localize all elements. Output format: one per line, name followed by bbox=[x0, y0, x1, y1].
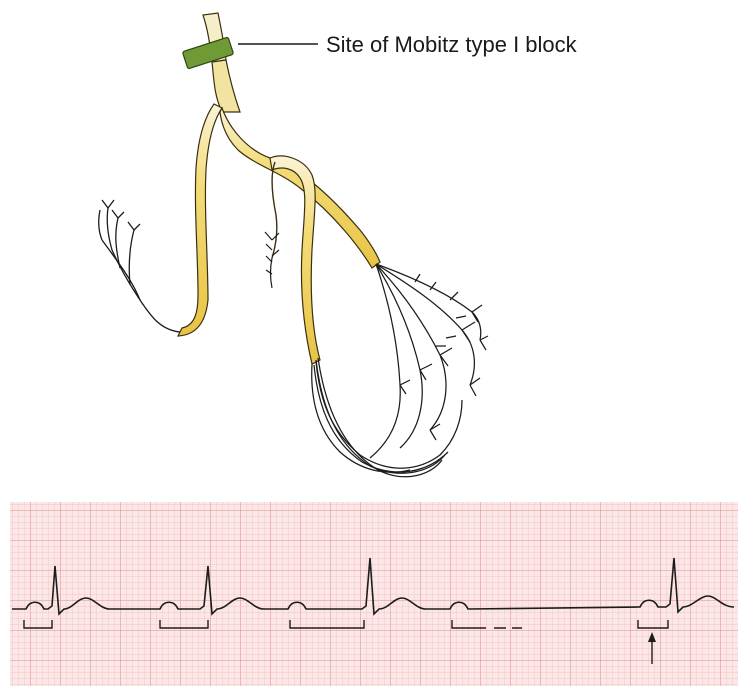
right-bundle-branch bbox=[178, 104, 222, 336]
bundle-of-his-lower bbox=[212, 60, 240, 112]
septal-fibers bbox=[265, 232, 279, 288]
ecg-grid bbox=[10, 502, 738, 686]
left-fascicle-loop bbox=[270, 156, 320, 364]
conduction-system: Site of Mobitz type I block bbox=[99, 13, 578, 477]
left-fascicle-inner bbox=[272, 162, 277, 258]
ecg-strip bbox=[10, 502, 738, 686]
left-purkinje-network bbox=[312, 264, 488, 477]
right-purkinje-fibers bbox=[99, 200, 180, 332]
block-label: Site of Mobitz type I block bbox=[326, 32, 578, 57]
left-bundle-branch-trunk bbox=[220, 108, 380, 268]
